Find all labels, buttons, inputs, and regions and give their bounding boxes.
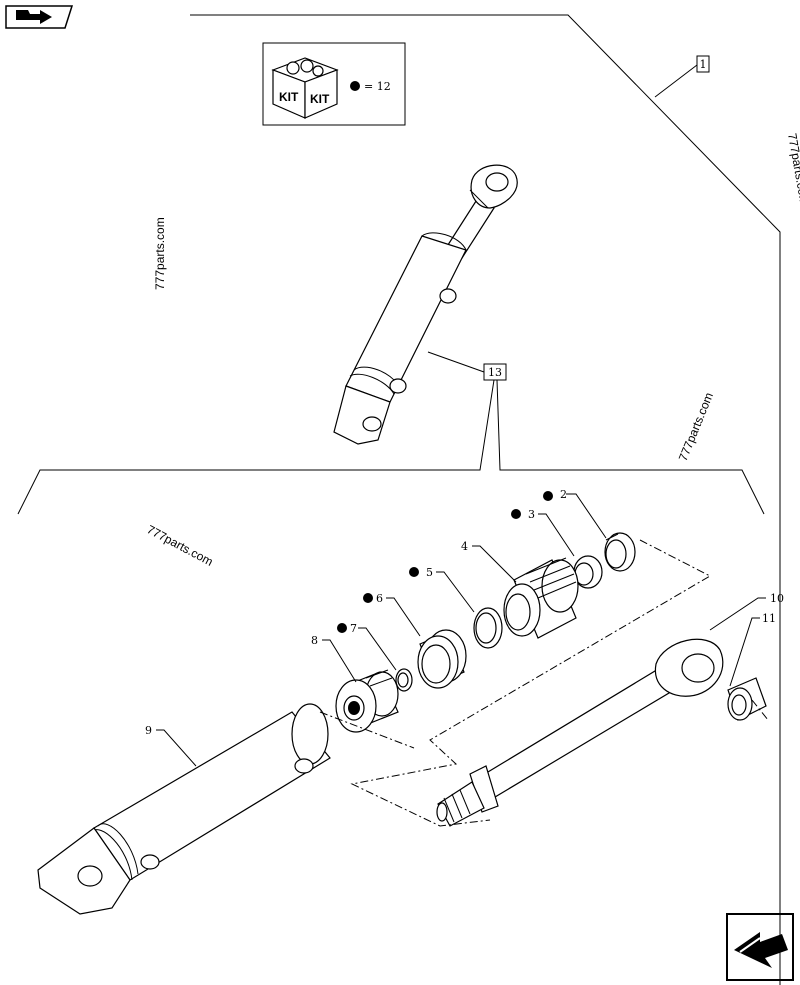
book-arrow-icon[interactable] [5,5,74,29]
kit-bullet-icon [350,81,360,91]
assembly-bracket-13 [17,379,765,515]
svg-text:2: 2 [560,488,567,501]
back-arrow-icon[interactable] [726,913,794,981]
svg-text:10: 10 [770,592,784,605]
kit-bullet-icon [363,593,373,603]
part-8-gland [335,669,399,733]
assembly-bracket-1 [190,14,781,985]
svg-text:3: 3 [528,508,535,521]
svg-text:1: 1 [700,58,707,71]
kit-bullet-icon [543,491,553,501]
kit-legend-box: KIT KIT = 12 [262,42,406,126]
svg-text:4: 4 [461,540,468,553]
svg-text:KIT: KIT [279,90,299,104]
svg-text:KIT: KIT [310,92,330,106]
svg-text:11: 11 [762,612,776,625]
part-11-bushing [727,677,767,721]
part-6-seal [417,629,467,689]
watermark: 777parts.com [785,132,800,206]
callout-13: 13 [483,363,507,381]
svg-text:7: 7 [350,622,357,635]
watermark: 777parts.com [676,390,716,463]
part-7-o-ring [395,668,413,692]
kit-bullet-icon [511,509,521,519]
kit-bullet-icon [409,567,419,577]
svg-text:= 12: = 12 [364,80,391,93]
part-10-rod [436,638,724,827]
part-4-piston [503,557,579,639]
part-2-ring [604,532,636,572]
svg-text:9: 9 [145,724,152,737]
assembly-path-lines [319,539,769,827]
svg-text:8: 8 [311,634,318,647]
kit-box-icon: KIT KIT [271,57,339,119]
svg-text:6: 6 [376,592,383,605]
svg-text:5: 5 [426,566,433,579]
assembled-cylinder [333,164,518,445]
part-9-barrel [37,703,331,915]
svg-text:13: 13 [488,366,502,379]
watermark: 777parts.com [145,522,216,568]
watermark: 777parts.com [153,217,167,290]
part-5-o-ring [473,607,503,649]
callout-1: 1 [696,55,710,73]
kit-bullet-icon [337,623,347,633]
